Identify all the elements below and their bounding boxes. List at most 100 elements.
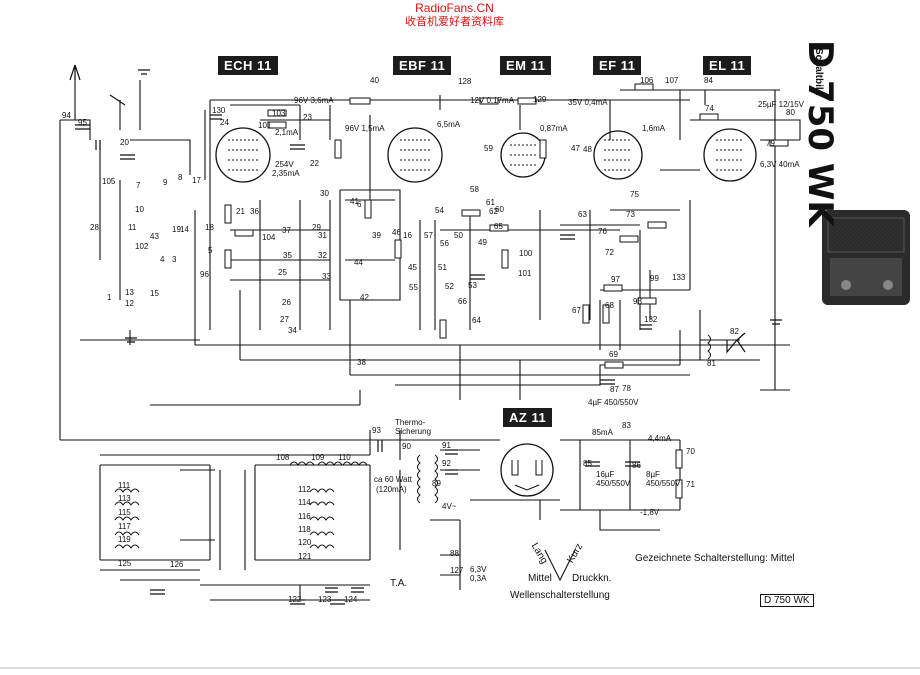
component-ref-label: 65 (494, 222, 503, 231)
voltage-label: 96V 3,6mA (294, 96, 334, 105)
cap-rating-label: 16µF 450/550V (596, 470, 631, 488)
component-ref-label: 70 (686, 447, 695, 456)
component-ref-label: 39 (372, 231, 381, 240)
component-ref-label: 48 (583, 145, 592, 154)
component-ref-label: 84 (704, 76, 713, 85)
component-ref-label: 46 (392, 228, 401, 237)
component-ref-label: 86 (632, 461, 641, 470)
component-ref-label: 15 (150, 289, 159, 298)
voltage-label: 35V 0,4mA (568, 98, 608, 107)
component-ref-label: 41 (350, 197, 359, 206)
thermo-fuse-label: Thermo-Sicherung (395, 418, 432, 436)
component-ref-label: 57 (424, 231, 433, 240)
component-ref-label: 115 (118, 508, 131, 517)
voltage-label: 96V 1,5mA (345, 124, 385, 133)
current-label: 0,87mA (540, 124, 568, 133)
component-ref-label: 83 (622, 421, 631, 430)
current-label: 1,6mA (642, 124, 666, 133)
component-ref-label: 10 (135, 205, 144, 214)
tube-label-az11: AZ 11 (503, 408, 553, 427)
component-ref-label: 68 (605, 301, 614, 310)
component-ref-label: 40 (370, 76, 379, 85)
component-ref-label: 120 (298, 538, 312, 547)
ta-label: T.A. (390, 578, 408, 589)
component-ref-label: 42 (360, 293, 369, 302)
component-ref-label: 21 (236, 207, 245, 216)
component-ref-label: 44 (354, 258, 363, 267)
cap-rating-label: 8µF 450/550V (646, 470, 681, 488)
model-stamp: D 750 WK (760, 594, 814, 607)
power-label-2: (120mA) (376, 485, 407, 494)
component-ref-label: 31 (318, 231, 327, 240)
current-label: 2,35mA (272, 169, 300, 178)
switch-positions-title: Wellenschalterstellung (510, 590, 610, 601)
component-ref-label: 116 (298, 512, 311, 521)
subtitle: Schaltbild (813, 48, 825, 96)
component-ref-label: 37 (282, 226, 291, 235)
component-ref-label: 63 (578, 210, 587, 219)
watermark-line1: RadioFans.CN (415, 1, 494, 15)
component-ref-label: 72 (605, 248, 614, 257)
component-ref-label: 59 (484, 144, 493, 153)
component-ref-label: 92 (442, 459, 451, 468)
component-ref-label: 96 (200, 270, 209, 279)
component-ref-label: 100 (519, 249, 533, 258)
component-ref-label: 56 (440, 239, 449, 248)
component-ref-label: 133 (672, 273, 686, 282)
component-ref-label: 60 (495, 205, 504, 214)
component-ref-label: 117 (118, 522, 131, 531)
component-ref-label: 130 (212, 106, 226, 115)
watermark: RadioFans.CN 收音机爱好者资料库 (405, 1, 504, 29)
component-ref-label: 9 (163, 178, 168, 187)
component-ref-label: 6 (357, 200, 362, 209)
component-ref-label: 58 (470, 185, 479, 194)
component-ref-label: 77 (0, 0, 9, 2)
radio-photo (822, 210, 910, 305)
component-ref-label: 82 (730, 327, 739, 336)
component-ref-label: 36 (250, 207, 259, 216)
component-ref-label: 22 (310, 159, 319, 168)
component-ref-label: 19 (172, 225, 181, 234)
component-ref-label: 94 (62, 111, 71, 120)
component-ref-label: 93 (372, 426, 381, 435)
component-ref-label: 80 (786, 108, 795, 117)
component-ref-label: 110 (338, 453, 351, 462)
component-ref-label: 1 (107, 293, 112, 302)
component-ref-label: 127 (450, 566, 464, 575)
subtitle-text: Schaltbild (813, 48, 824, 96)
heater-label: 4V~ (442, 502, 457, 511)
component-ref-label: 25 (278, 268, 287, 277)
component-ref-label: 67 (572, 306, 581, 315)
component-ref-label: 81 (707, 359, 716, 368)
component-ref-label: 18 (205, 223, 214, 232)
current-label: 85mA (592, 428, 613, 437)
component-ref-label: 125 (118, 559, 132, 568)
component-ref-label: 102 (135, 242, 149, 251)
bias-label: -1,8V (640, 508, 660, 517)
component-ref-label: 43 (150, 232, 159, 241)
component-ref-label: 34 (288, 326, 297, 335)
component-ref-label: 107 (665, 76, 679, 85)
component-ref-label: 47 (571, 144, 580, 153)
component-ref-label: 119 (118, 535, 131, 544)
component-ref-label: 33 (322, 272, 331, 281)
tube-label-ebf11: EBF 11 (393, 56, 452, 75)
component-ref-label: 105 (102, 177, 116, 186)
component-ref-label: 124 (344, 595, 358, 604)
component-ref-label: 27 (280, 315, 289, 324)
component-ref-label: 126 (170, 560, 184, 569)
component-ref-label: 90 (402, 442, 411, 451)
component-ref-label: 79 (766, 139, 775, 148)
power-label: ca 60 Watt (374, 475, 412, 484)
component-ref-label: 32 (318, 251, 327, 260)
cap-rating-label: 4µF 450/550V (588, 398, 639, 407)
component-ref-label: 52 (445, 282, 454, 291)
tube-label-em11: EM 11 (500, 56, 552, 75)
component-ref-label: 118 (298, 525, 311, 534)
component-ref-label: 4 (160, 255, 165, 264)
component-ref-label: 87 (610, 385, 619, 394)
component-ref-label: 13 (125, 288, 134, 297)
component-ref-label: 54 (435, 206, 444, 215)
component-ref-label: 99 (650, 274, 659, 283)
